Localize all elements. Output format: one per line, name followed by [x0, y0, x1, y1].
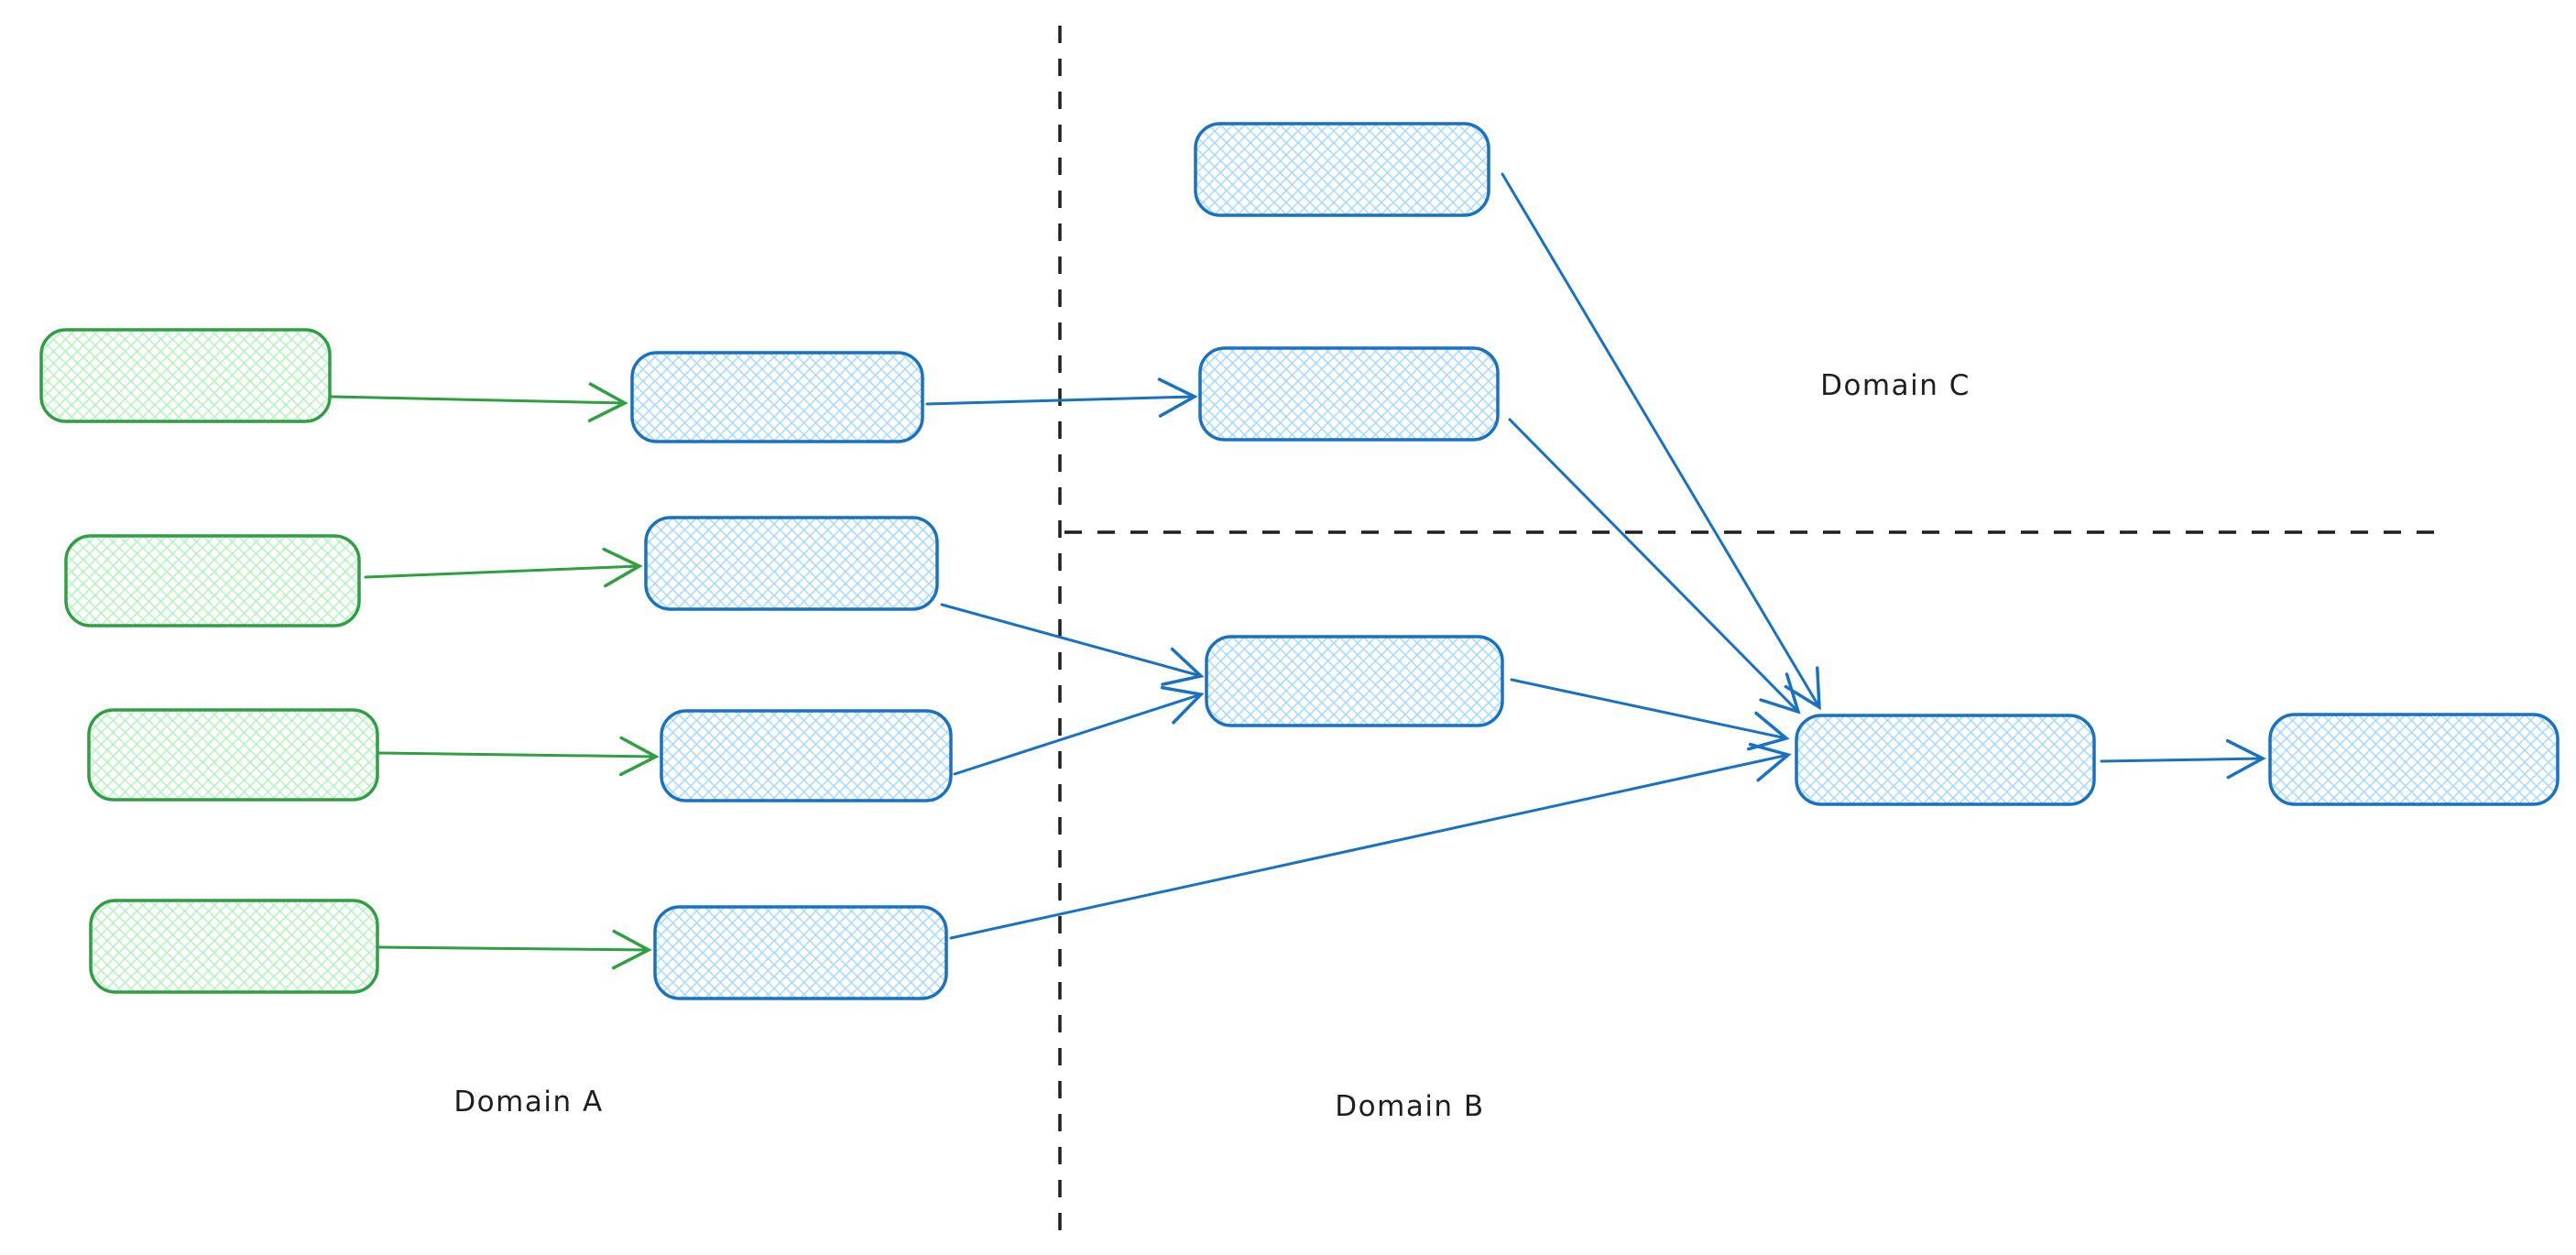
nodes-domain-a-green — [39, 328, 379, 994]
edge-a-source-2-to-a-process-2 — [364, 547, 643, 588]
label-domain-a: Domain A — [453, 1086, 603, 1119]
node-a-source-1 — [39, 328, 332, 423]
node-a-source-4 — [89, 899, 379, 994]
node-c-box-1 — [1194, 122, 1490, 217]
node-a-source-2 — [64, 534, 361, 628]
node-a-process-2 — [644, 516, 939, 611]
node-a-process-3 — [660, 709, 953, 802]
nodes-domain-b — [1205, 635, 2560, 806]
edge-a-source-3-to-a-process-3 — [377, 736, 660, 777]
edge-c-box-2-to-b-hub — [1508, 418, 1801, 715]
edge-a-source-4-to-a-process-4 — [377, 929, 652, 970]
node-a-source-3 — [87, 708, 379, 802]
edge-b-box-1-to-b-hub — [1510, 678, 1790, 751]
label-domain-c: Domain C — [1820, 369, 1970, 402]
edge-a-process-4-to-b-hub — [949, 742, 1792, 940]
node-b-box-1 — [1205, 635, 1504, 727]
nodes-domain-c — [1194, 122, 1500, 442]
edge-a-process-3-to-b-box-1 — [953, 685, 1205, 776]
node-a-process-4 — [653, 905, 948, 1000]
edge-a-process-1-to-c-box-2 — [925, 377, 1198, 418]
edge-c-box-1-to-b-hub — [1501, 172, 1821, 711]
edges — [330, 172, 2266, 970]
node-a-process-1 — [630, 351, 924, 443]
nodes-domain-a-blue — [630, 351, 953, 1000]
node-b-output — [2268, 713, 2560, 806]
edge-a-process-2-to-b-box-1 — [940, 603, 1205, 686]
label-domain-b: Domain B — [1335, 1090, 1484, 1123]
node-b-hub — [1795, 714, 2096, 806]
edge-a-source-1-to-a-process-1 — [330, 382, 628, 422]
edge-b-hub-to-b-output — [2100, 738, 2266, 780]
node-c-box-2 — [1198, 346, 1500, 442]
